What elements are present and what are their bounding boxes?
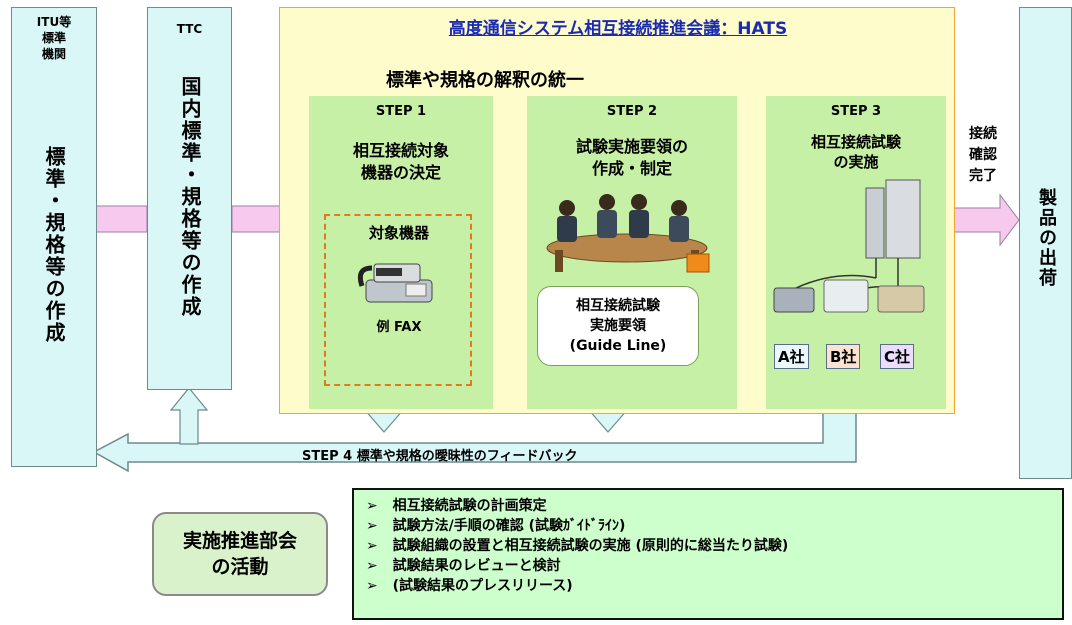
feedback-label: STEP 4 標準や規格の曖昧性のフィードバック [302,449,578,464]
list-item: ➢ (試験結果のプレスリリース) [366,578,573,594]
company-c-tag: C社 [880,344,915,369]
hats-subtitle: 標準や規格の解釈の統一 [386,70,584,91]
activity-text: 実施推進部会 の活動 [182,530,297,578]
connection-complete-label: 接続 確認 完了 [969,126,997,184]
shipment-column: 製品の出荷 [1019,7,1072,479]
list-item: ➢ 試験方法/手順の確認 (試験ｶﾞｲﾄﾞﾗｲﾝ) [366,518,626,534]
list-item: ➢ 相互接続試験の計画策定 [366,498,547,514]
list-item-text: 試験結果のレビューと検討 [392,558,561,574]
step1-label: STEP 1 [375,104,427,119]
ttc-body: 国内標準・規格等の作成 [178,76,202,318]
target-device-box: 対象機器 例 FAX [324,214,472,386]
list-item: ➢ 試験結果のレビューと検討 [366,558,561,574]
activity-list: ➢ 相互接続試験の計画策定 ➢ 試験方法/手順の確認 (試験ｶﾞｲﾄﾞﾗｲﾝ) … [352,488,1064,620]
guideline-callout: 相互接続試験 実施要領 (Guide Line) [537,286,699,366]
fax-icon [357,263,433,303]
step2-label: STEP 2 [606,104,658,119]
up-arrow-ttc [169,387,209,445]
itu-header: ITU等 標準 機関 [36,15,72,61]
shipment-text: 製品の出荷 [1036,188,1057,288]
itu-body: 標準・規格等の作成 [42,146,66,344]
ttc-header: TTC [176,22,203,36]
meeting-illustration-icon [546,194,710,273]
server-and-fax-icon [773,179,925,313]
step2-box: STEP 2 試験実施要領の 作成・制定 相互接続試験 実施要領 (Guide … [527,96,737,409]
itu-column: ITU等 標準 機関 標準・規格等の作成 [11,7,97,467]
target-device-title: 対象機器 [368,224,429,242]
list-item: ➢ 試験組織の設置と相互接続試験の実施 (原則的に総当たり試験) [366,538,789,554]
list-item-text: 相互接続試験の計画策定 [392,498,547,514]
list-item-text: (試験結果のプレスリリース) [392,578,573,594]
step3-label: STEP 3 [830,104,882,119]
step2-title: 試験実施要領の 作成・制定 [575,137,688,178]
step1-box: STEP 1 相互接続対象 機器の決定 対象機器 例 FAX [309,96,493,409]
hats-title[interactable]: 高度通信システム相互接続推進会議：HATS [448,19,788,39]
activity-box: 実施推進部会 の活動 [152,512,328,596]
step3-title: 相互接続試験 の実施 [810,133,901,171]
arrow-hats-to-shipment [949,193,1020,247]
guideline-text: 相互接続試験 実施要領 (Guide Line) [569,298,667,354]
arrow-itu-to-ttc [95,205,148,233]
ttc-column: TTC 国内標準・規格等の作成 [147,7,232,390]
target-device-example: 例 FAX [376,320,422,335]
company-b-tag: B社 [826,344,861,369]
company-a-tag: A社 [774,344,809,369]
list-item-text: 試験方法/手順の確認 (試験ｶﾞｲﾄﾞﾗｲﾝ) [392,518,626,534]
step1-title: 相互接続対象 機器の決定 [352,141,449,182]
step3-box: STEP 3 相互接続試験 の実施 A社 B社 C社 [766,96,946,409]
list-item-text: 試験組織の設置と相互接続試験の実施 (原則的に総当たり試験) [392,538,789,554]
